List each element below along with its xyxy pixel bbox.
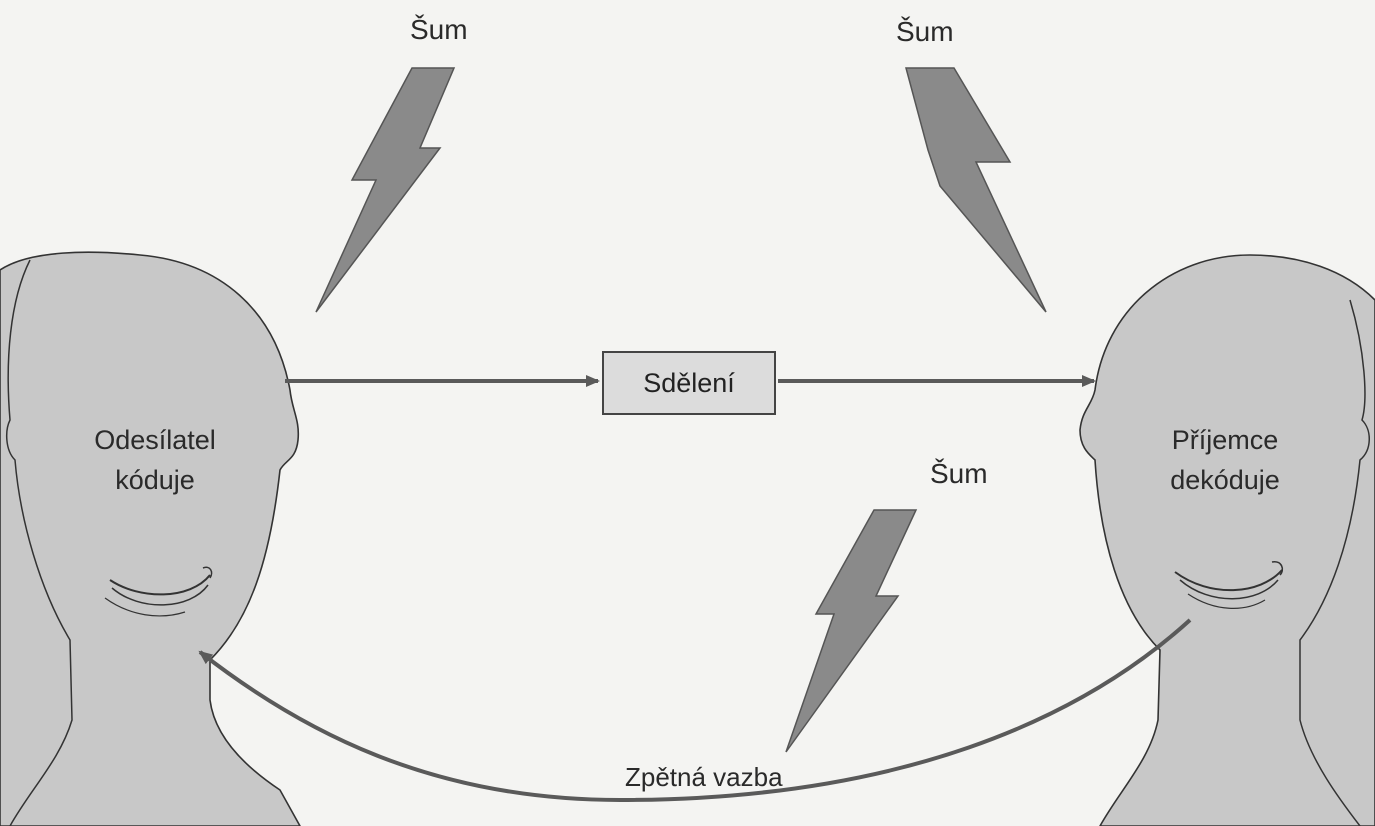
receiver-label-line1: Příjemce	[1171, 425, 1279, 455]
sender-label: Odesílatel kóduje	[45, 420, 265, 500]
message-box: Sdělení	[602, 351, 776, 415]
lightning-icon	[315, 67, 456, 313]
receiver-label-line2: dekóduje	[1170, 465, 1280, 495]
noise-label: Šum	[410, 14, 468, 45]
sender-label-line2: kóduje	[115, 465, 195, 495]
feedback-label: Zpětná vazba	[625, 762, 783, 792]
feedback-arrow-icon	[198, 618, 1192, 803]
lightning-icon	[785, 509, 918, 753]
receiver-label: Příjemce dekóduje	[1115, 420, 1335, 500]
noise-label: Šum	[896, 16, 954, 47]
receiver-head-icon	[1079, 254, 1375, 826]
noise-label: Šum	[930, 458, 988, 489]
sender-head-icon	[0, 251, 301, 826]
sender-label-line1: Odesílatel	[94, 425, 216, 455]
lightning-icon	[905, 67, 1047, 313]
